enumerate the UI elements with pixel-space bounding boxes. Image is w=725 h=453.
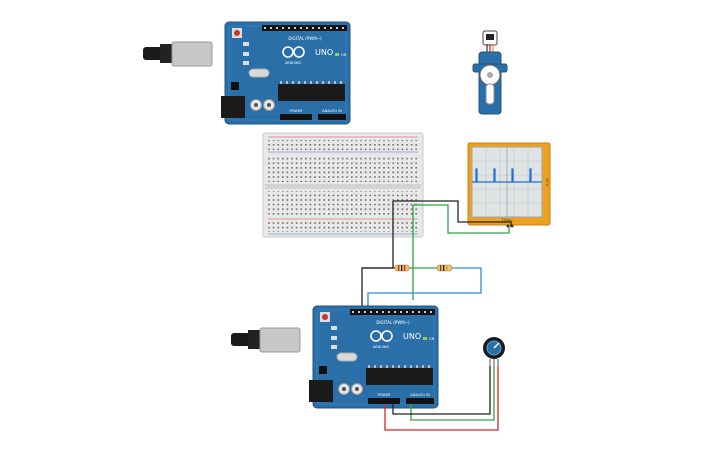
digital-label: DIGITAL (PWM~)	[288, 36, 322, 41]
scope-side-label: 50 V	[545, 178, 549, 187]
digital-label: DIGITAL (PWM~)	[376, 320, 410, 325]
usb-cable-top	[143, 41, 213, 67]
breadboard[interactable]	[262, 132, 424, 238]
power-label: POWER	[290, 109, 304, 113]
arduino-uno-top[interactable]: DIGITAL (PWM~) UNO ARDUINO ON	[143, 21, 351, 125]
arduino-logo-icon	[282, 46, 305, 58]
on-led-label: ON	[429, 337, 435, 341]
oscilloscope[interactable]: 10ms 50 V	[467, 142, 551, 228]
resistor-network	[362, 267, 482, 309]
on-led-label: ON	[341, 53, 347, 57]
scope-scale-label: 10ms	[501, 218, 512, 223]
brand-label: UNO	[315, 48, 333, 57]
wires-lower	[384, 268, 499, 431]
power-label: POWER	[378, 393, 392, 397]
resistor-2[interactable]	[436, 264, 453, 272]
resistor-1[interactable]	[394, 264, 410, 272]
arduino-uno-bottom[interactable]: DIGITAL (PWM~) UNO ARDUINO ON POWER	[231, 305, 439, 409]
usb-cable-bottom	[231, 327, 301, 353]
arduino-logo-icon	[370, 330, 393, 342]
maker-label: ARDUINO	[373, 345, 390, 349]
servo-motor[interactable]	[472, 30, 508, 115]
analog-label: ANALOG IN	[410, 393, 430, 397]
brand-label: UNO	[403, 332, 421, 341]
scope-trace	[472, 168, 542, 183]
maker-label: ARDUINO	[285, 61, 302, 65]
analog-label: ANALOG IN	[322, 109, 342, 113]
potentiometer[interactable]	[483, 337, 505, 366]
